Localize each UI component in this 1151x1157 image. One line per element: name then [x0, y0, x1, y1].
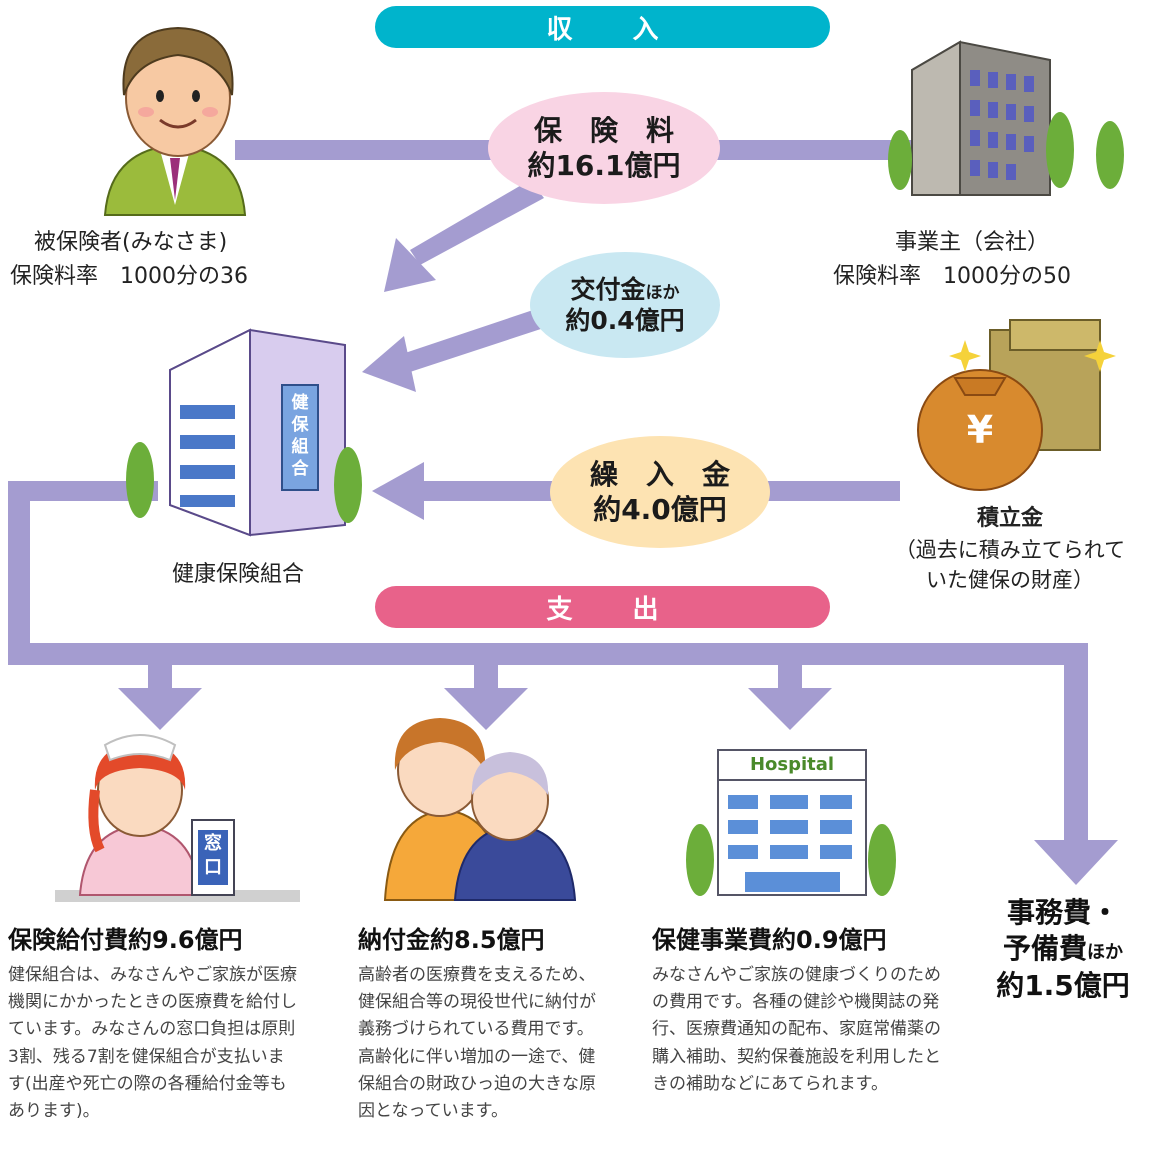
insured-name: 被保険者(みなさま)	[34, 230, 228, 255]
outflow-top-line	[8, 481, 158, 501]
other-expense-line2: 予備費ほか	[975, 931, 1151, 967]
expense-title-health: 保健事業費約0.9億円	[652, 926, 887, 954]
branch-arrow-2-head	[444, 688, 528, 730]
yen-mark-text: ¥	[966, 408, 994, 452]
caregiver-illustration	[383, 718, 577, 901]
grant-label-small: ほか	[645, 282, 680, 303]
other-expense: 事務費・ 予備費ほか 約1.5億円	[975, 895, 1151, 1004]
branch-arrow-1-head	[118, 688, 202, 730]
other-expense-line2-main: 予備費	[1002, 932, 1087, 966]
hospital-illustration	[686, 749, 896, 896]
reserve-name: 積立金	[976, 506, 1043, 531]
expense-desc-health: みなさんやご家族の健康づくりのための費用です。各種の健診や機関誌の発行、医療費通…	[652, 965, 941, 1094]
nurse-illustration	[55, 734, 300, 902]
other-expense-amount: 約1.5億円	[996, 968, 1130, 1002]
insured-label: 被保険者(みなさま)	[34, 226, 227, 260]
grant-arrow-head	[362, 336, 416, 392]
insured-person-illustration	[103, 26, 247, 216]
branch-arrow-1-shaft	[148, 660, 172, 690]
other-expense-line1: 事務費・	[1006, 896, 1119, 929]
window-sign: 窓口	[202, 832, 224, 880]
premium-arrow-shaft	[410, 180, 544, 265]
outflow-bottom-line	[8, 643, 1088, 665]
transfer-arrow-head	[372, 462, 424, 520]
expense-header: 支出	[375, 586, 830, 628]
outflow-left-line	[8, 481, 30, 663]
transfer-bubble: 繰 入 金 約4.0億円	[550, 436, 770, 548]
expense-title-benefits: 保険給付費約9.6億円	[8, 926, 243, 954]
expense-title-contribution: 納付金約8.5億円	[358, 926, 545, 954]
hospital-sign-text: Hospital	[749, 754, 835, 775]
premium-amount: 約16.1億円	[527, 149, 681, 182]
union-building-illustration	[126, 328, 362, 537]
income-header-label: 収入	[546, 14, 719, 45]
grant-label-main: 交付金	[570, 274, 646, 304]
employer-rate-text: 保険料率 1000分の50	[833, 264, 1071, 289]
window-sign-text: 窓口	[204, 833, 222, 878]
grant-amount: 約0.4億円	[565, 306, 685, 335]
reserve-desc-1: （過去に積み立てられて	[894, 537, 1126, 562]
premium-arrow-head	[384, 238, 436, 292]
reserve-desc-2: いた健保の財産）	[926, 568, 1094, 593]
union-label: 健康保険組合	[172, 558, 304, 592]
employer-rate: 保険料率 1000分の50	[833, 260, 1071, 294]
employer-building-illustration	[888, 40, 1124, 196]
insured-rate-text: 保険料率 1000分の36	[10, 264, 248, 289]
branch-arrow-4-head	[1034, 840, 1118, 885]
employer-label: 事業主（会社）	[895, 226, 1049, 260]
reserve-moneybag-illustration	[917, 319, 1116, 491]
employer-name: 事業主（会社）	[895, 230, 1050, 255]
grant-bubble: 交付金ほか 約0.4億円	[530, 252, 720, 358]
branch-arrow-3-shaft	[778, 660, 802, 690]
reserve-label: 積立金 （過去に積み立てられて いた健保の財産）	[870, 503, 1150, 596]
grant-arrow-shaft	[402, 305, 556, 372]
yen-mark: ¥	[955, 408, 1005, 452]
union-name: 健康保険組合	[172, 562, 305, 587]
expense-desc-benefits: 健保組合は、みなさんやご家族が医療機関にかかったときの医療費を給付しています。み…	[8, 965, 297, 1121]
premium-label: 保 険 料	[533, 114, 674, 147]
union-building-sign: 健保組合	[286, 392, 314, 480]
transfer-amount: 約4.0億円	[593, 493, 727, 526]
grant-label: 交付金ほか	[570, 274, 679, 305]
insured-rate: 保険料率 1000分の36	[10, 260, 248, 294]
union-sign-text: 健保組合	[291, 393, 309, 479]
other-expense-line2-small: ほか	[1087, 942, 1123, 964]
branch-arrow-3-head	[748, 688, 832, 730]
premium-bubble: 保 険 料 約16.1億円	[488, 92, 720, 204]
expense-desc-contribution: 高齢者の医療費を支えるため、健保組合等の現役世代に納付が義務づけられている費用で…	[358, 965, 596, 1121]
branch-arrow-2-shaft	[474, 660, 498, 690]
income-header: 収入	[375, 6, 830, 48]
expense-header-label: 支出	[546, 594, 719, 625]
transfer-label: 繰 入 金	[589, 458, 730, 491]
hospital-sign: Hospital	[720, 754, 864, 775]
branch-arrow-4-shaft	[1064, 643, 1088, 843]
